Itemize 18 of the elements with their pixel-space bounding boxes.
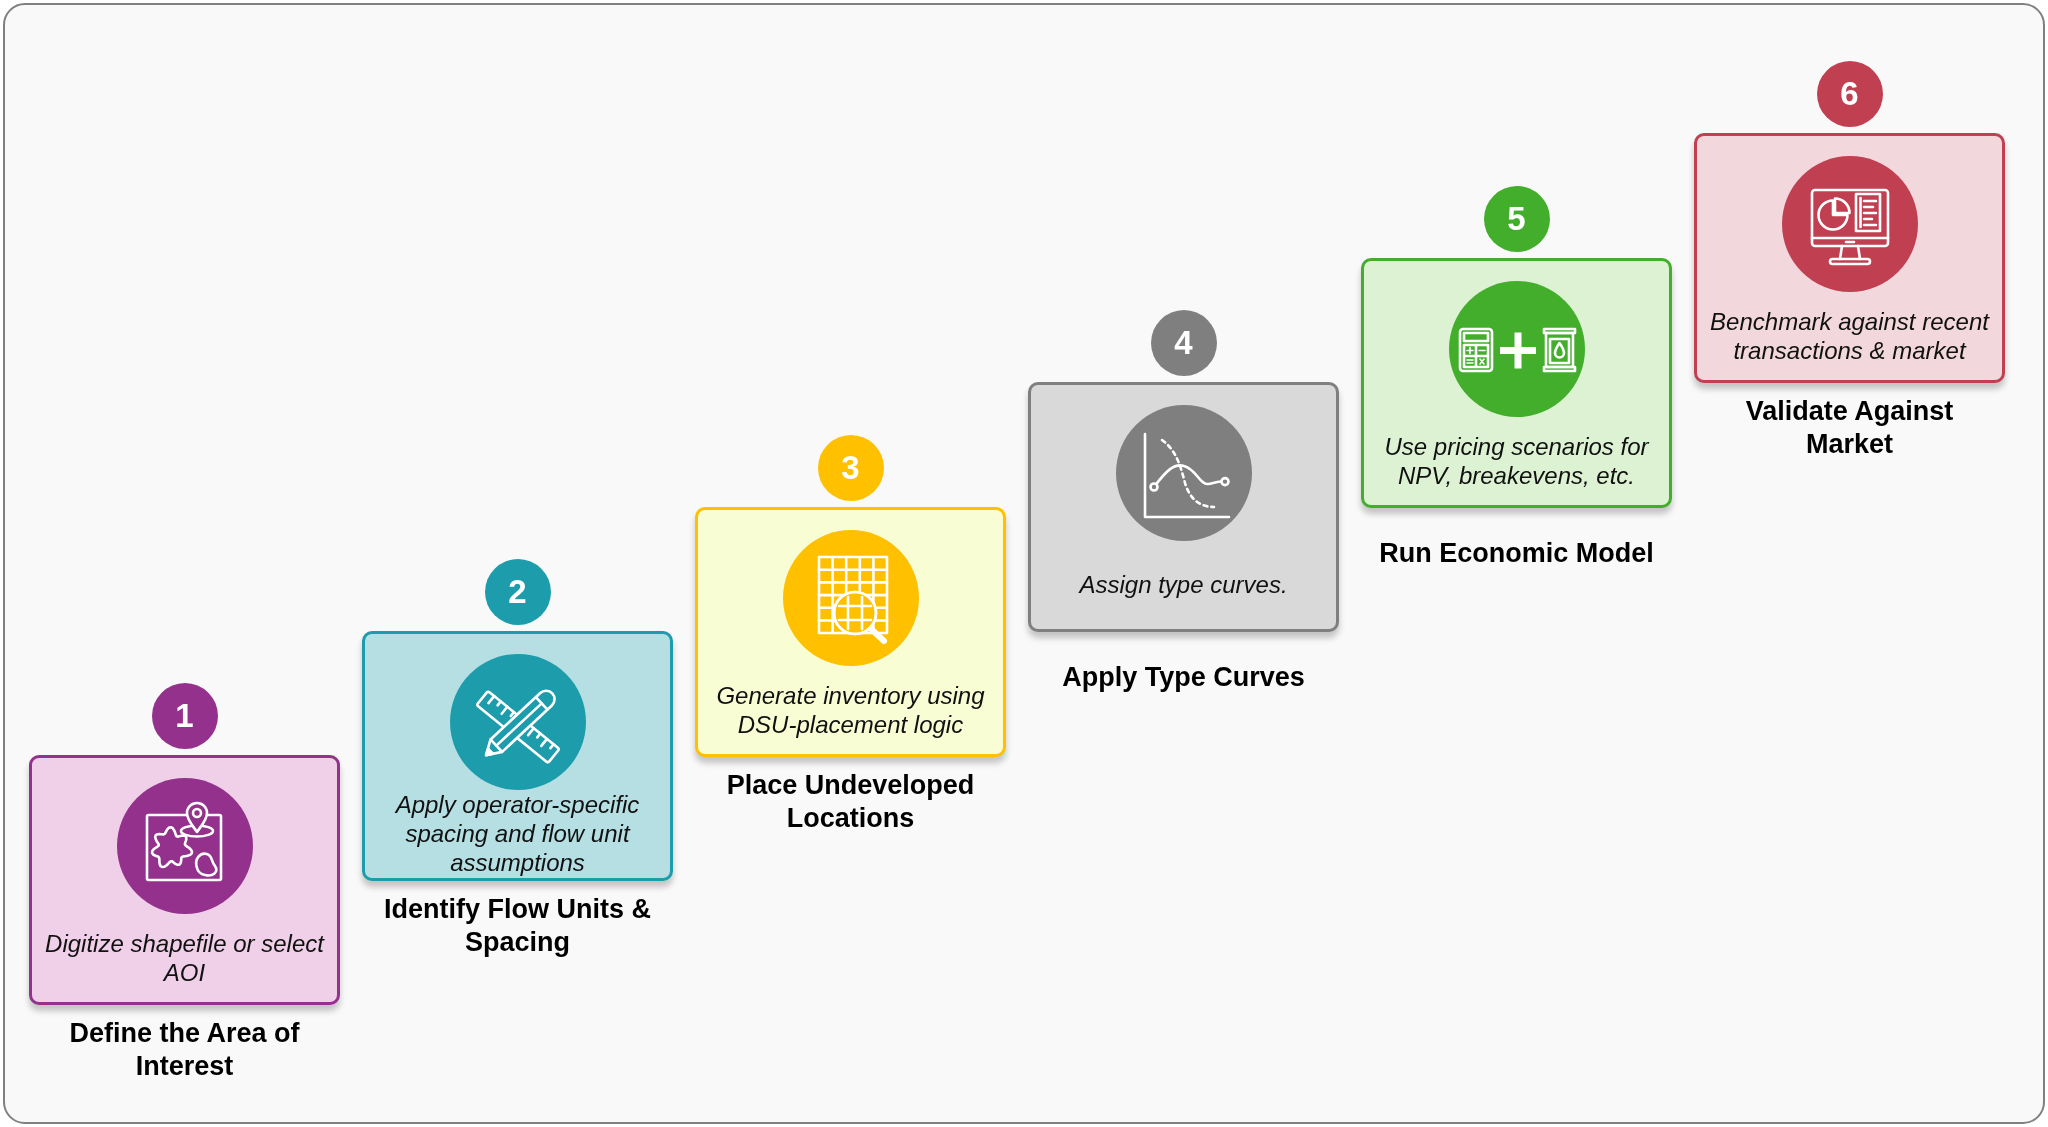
- step-description: Use pricing scenarios for NPV, breakevens, etc.: [1383, 431, 1651, 490]
- step-description: Digitize shapefile or select AOI: [44, 928, 326, 987]
- step-title: Place Undeveloped Locations: [725, 769, 976, 835]
- step-description: Assign type curves.: [1077, 570, 1289, 599]
- step-description: Apply operator-specific spacing and flow unit assumptions: [394, 790, 641, 877]
- step-description: Generate inventory using DSU-placement logic: [715, 680, 986, 739]
- step-description: Benchmark against recent transactions & market: [1709, 306, 1991, 365]
- step-card: [1028, 382, 1339, 632]
- step-card: [362, 631, 673, 881]
- step-card: [1361, 258, 1672, 508]
- step-title: Run Economic Model: [1378, 536, 1655, 570]
- step-title: Define the Area of Interest: [68, 1017, 301, 1083]
- step-title: Apply Type Curves: [1061, 660, 1306, 694]
- step-title: Validate Against Market: [1744, 395, 1955, 461]
- step-card: [29, 755, 340, 1005]
- step-title: Identify Flow Units & Spacing: [383, 893, 652, 959]
- step-card: [695, 507, 1006, 757]
- step-card: [1694, 133, 2005, 383]
